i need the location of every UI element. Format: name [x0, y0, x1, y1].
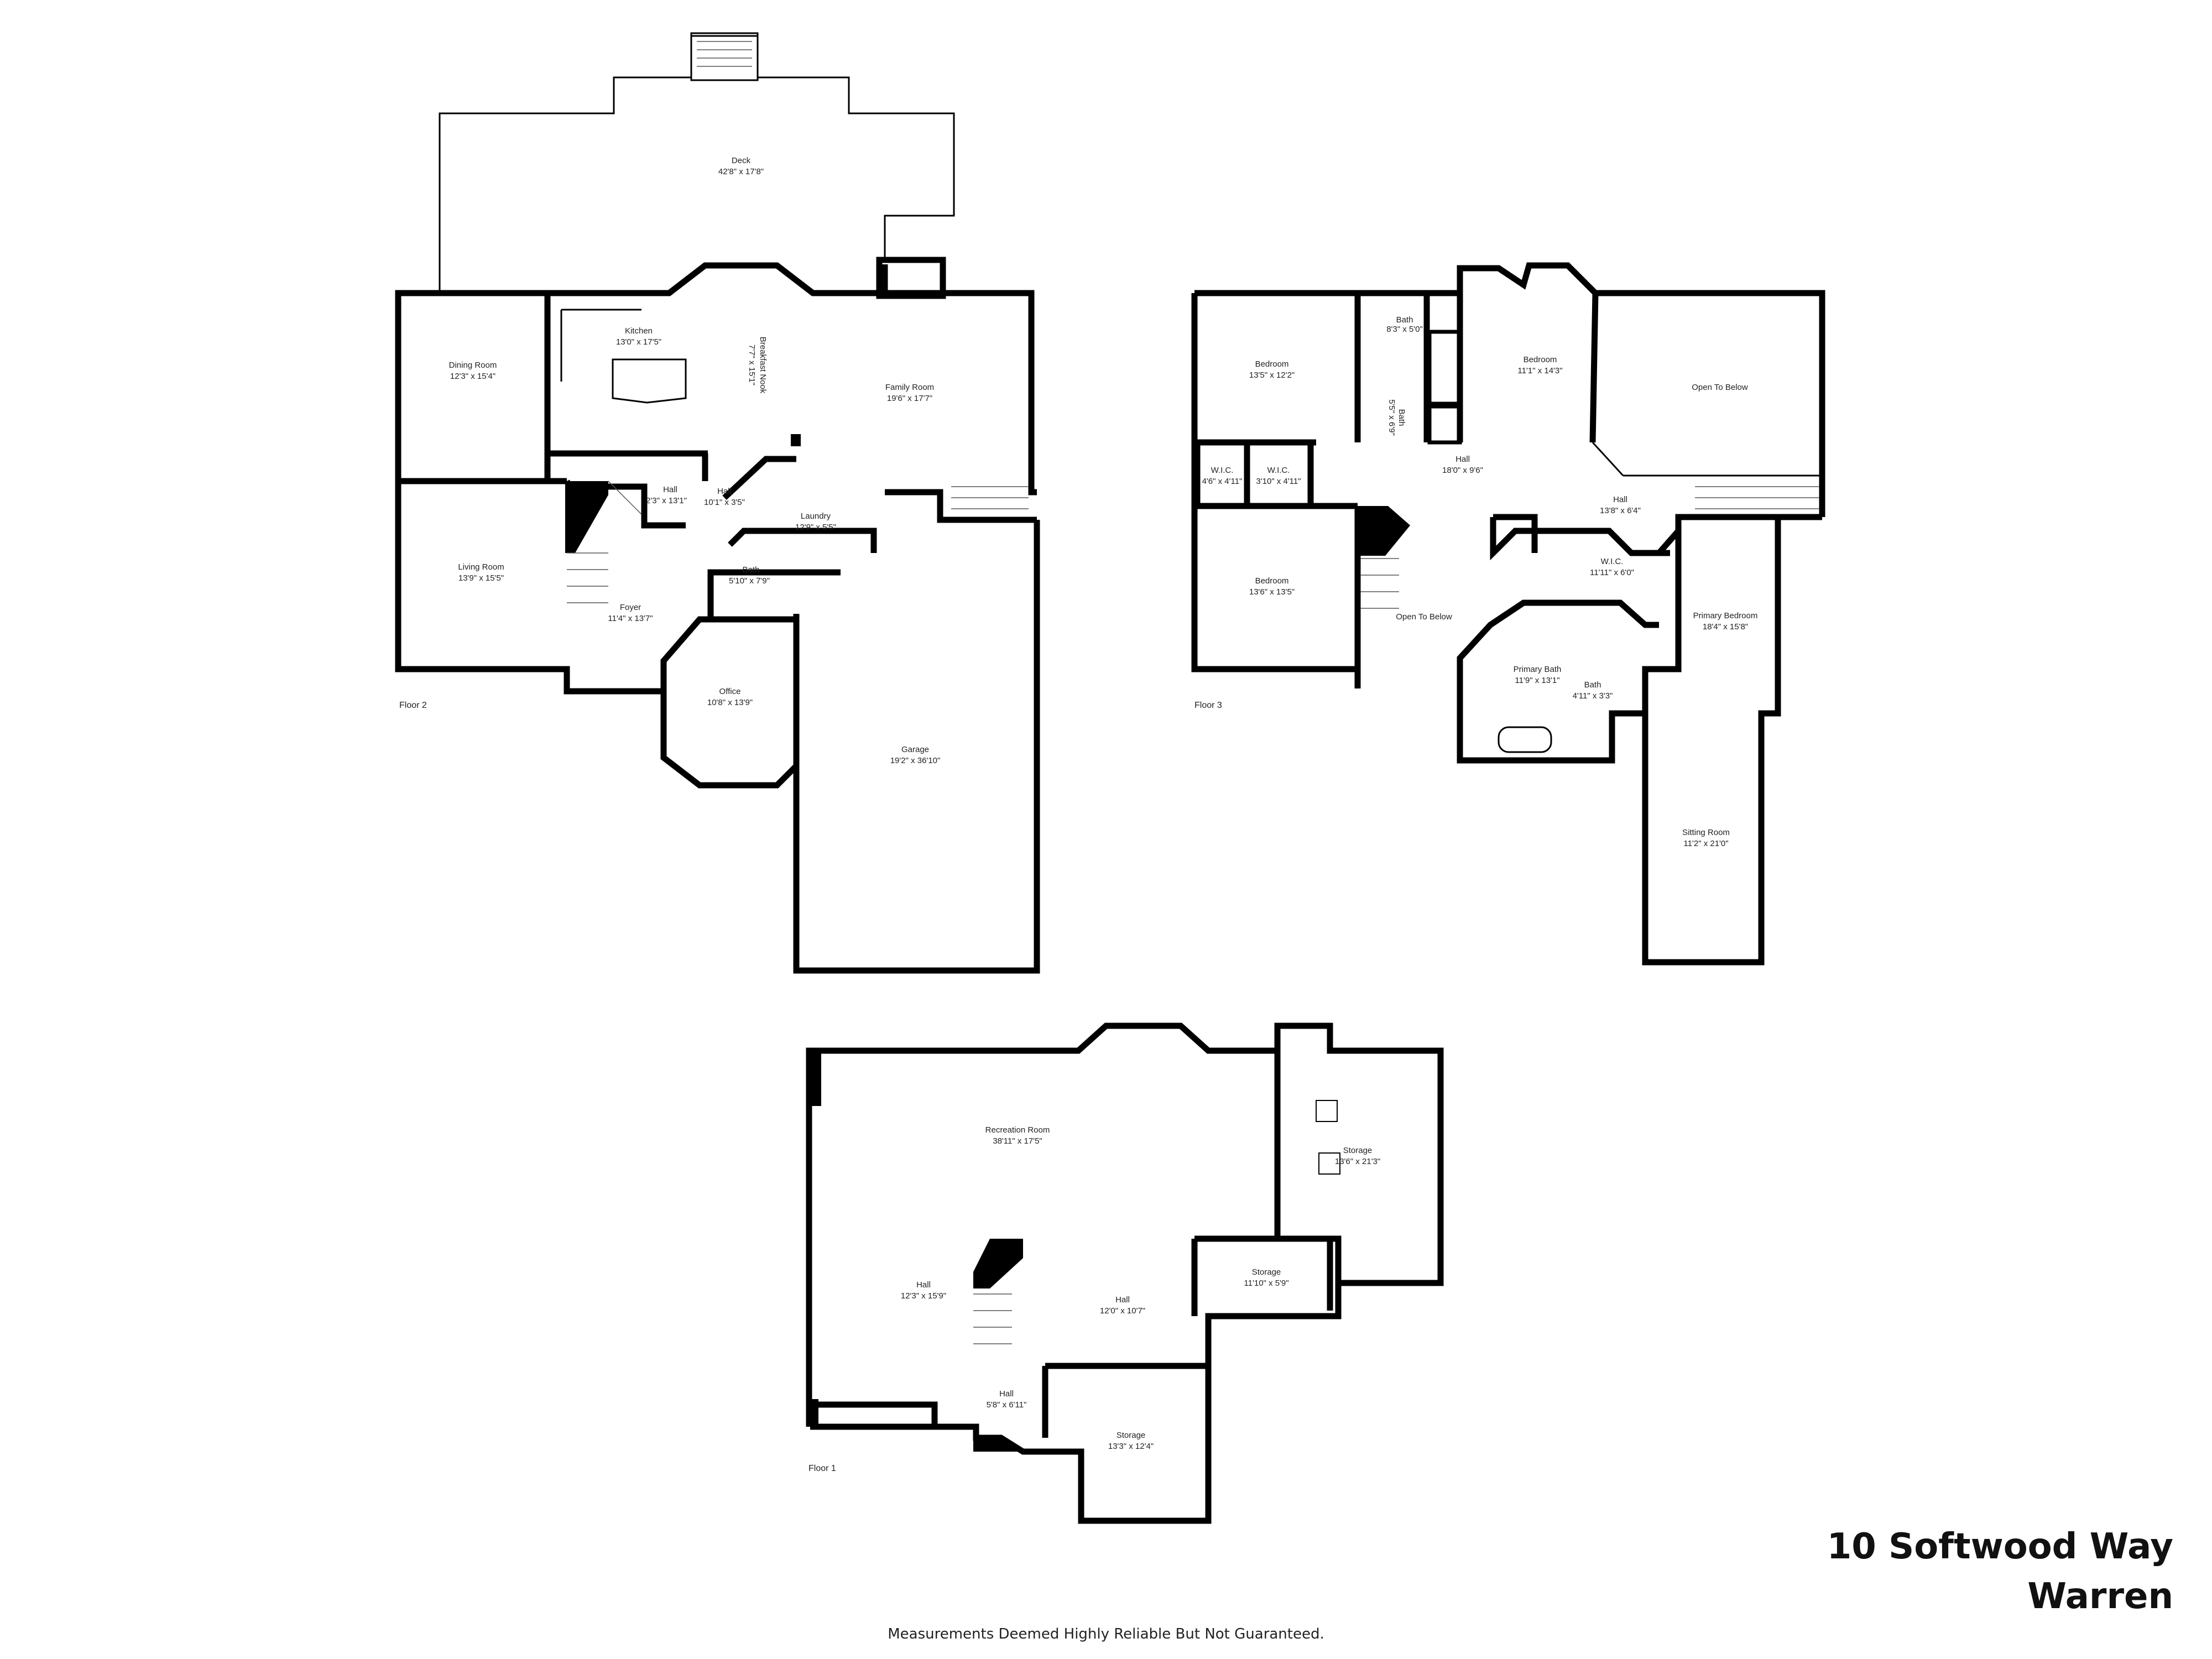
room-name-garage: Garage — [901, 745, 929, 754]
room-name-bath-f2: Bath — [743, 565, 760, 575]
room-name-breakfast-nook: Breakfast Nook — [758, 337, 768, 394]
room-dim-primary-bath: 11'9" x 13'1" — [1515, 676, 1559, 685]
room-name-kitchen: Kitchen — [625, 326, 653, 336]
room-dim-bath-f2: 5'10" x 7'9" — [729, 576, 770, 586]
room-name-deck: Deck — [732, 156, 751, 165]
room-dim-bath-f3b: 5'5" x 6'9" — [1387, 399, 1396, 436]
room-dim-bedroom2: 11'1" x 14'3" — [1517, 366, 1562, 375]
room-dim-storage3: 13'3" x 12'4" — [1108, 1442, 1154, 1451]
room-name-sitting-room: Sitting Room — [1682, 828, 1730, 837]
room-name-hall-f2b: Hall — [717, 487, 732, 496]
room-dim-garage: 19'2" x 36'10" — [890, 756, 941, 765]
room-dim-dining-room: 12'3" x 15'4" — [450, 372, 495, 381]
room-name-storage3: Storage — [1117, 1431, 1146, 1440]
floor-label-2: Floor 2 — [399, 701, 427, 710]
room-dim-kitchen: 13'0" x 17'5" — [616, 337, 661, 347]
room-name-wic3: W.I.C. — [1601, 557, 1624, 566]
room-dim-hall-f3a: 18'0" x 9'6" — [1442, 466, 1483, 475]
room-name-living-room: Living Room — [458, 562, 504, 572]
room-name-primary-bath: Primary Bath — [1514, 665, 1562, 674]
room-name-open-below-1: Open To Below — [1692, 383, 1748, 392]
room-dim-breakfast-nook: 7'7" x 15'1" — [747, 345, 757, 385]
room-dim-family-room: 19'6" x 17'7" — [887, 394, 932, 403]
room-dim-laundry: 12'9" x 5'5" — [795, 523, 836, 532]
room-dim-hall-f1c: 5'8" x 6'11" — [987, 1400, 1027, 1410]
floor-3-plan — [1191, 262, 1825, 966]
floor-label-1: Floor 1 — [808, 1464, 836, 1473]
room-name-storage1: Storage — [1343, 1146, 1373, 1155]
room-dim-living-room: 13'9" x 15'5" — [458, 573, 504, 583]
room-dim-bath-f3c: 4'11" x 3'3" — [1573, 691, 1613, 701]
room-dim-office: 10'8" x 13'9" — [707, 698, 753, 707]
room-name-hall-f3b: Hall — [1613, 495, 1627, 504]
room-labels: Deck 42'8" x 17'8" Kitchen 13'0" x 17'5"… — [449, 156, 1758, 1451]
room-name-hall-f2a: Hall — [663, 485, 677, 494]
room-name-laundry: Laundry — [801, 512, 831, 521]
floor-label-3: Floor 3 — [1194, 701, 1222, 710]
room-dim-recreation-room: 38'11" x 17'5" — [993, 1136, 1042, 1146]
room-name-bedroom1: Bedroom — [1255, 359, 1289, 369]
room-name-recreation-room: Recreation Room — [985, 1125, 1050, 1135]
address-street: 10 Softwood Way — [1827, 1526, 2173, 1567]
room-name-hall-f1c: Hall — [999, 1389, 1014, 1399]
room-name-hall-f1a: Hall — [916, 1280, 931, 1290]
room-name-dining-room: Dining Room — [449, 361, 497, 370]
room-name-bedroom3: Bedroom — [1255, 576, 1289, 586]
disclaimer: Measurements Deemed Highly Reliable But … — [888, 1626, 1324, 1642]
room-dim-sitting-room: 11'2" x 21'0" — [1683, 839, 1728, 848]
room-name-family-room: Family Room — [885, 383, 934, 392]
room-name-storage2: Storage — [1252, 1267, 1281, 1277]
room-dim-bedroom3: 13'6" x 13'5" — [1249, 587, 1295, 597]
room-dim-storage1: 13'6" x 21'3" — [1335, 1157, 1380, 1166]
floor-2-plan — [395, 32, 1040, 974]
room-dim-bath-f3a: 8'3" x 5'0" — [1386, 325, 1423, 334]
room-name-bedroom2: Bedroom — [1524, 355, 1557, 364]
room-name-hall-f1b: Hall — [1115, 1295, 1130, 1305]
room-name-foyer: Foyer — [620, 603, 641, 612]
room-dim-deck: 42'8" x 17'8" — [718, 167, 764, 176]
room-name-hall-f3a: Hall — [1455, 455, 1470, 464]
room-dim-hall-f3b: 13'8" x 6'4" — [1600, 506, 1641, 515]
room-name-open-below-2: Open To Below — [1396, 612, 1452, 622]
room-name-bath-f3a: Bath — [1396, 315, 1413, 325]
room-dim-wic1: 4'6" x 4'11" — [1202, 477, 1243, 486]
room-name-bath-f3b: Bath — [1397, 409, 1406, 426]
room-dim-wic2: 3'10" x 4'11" — [1256, 477, 1301, 486]
room-name-primary-bedroom: Primary Bedroom — [1693, 611, 1758, 620]
room-dim-foyer: 11'4" x 13'7" — [608, 614, 653, 623]
room-name-bath-f3c: Bath — [1584, 680, 1601, 690]
room-dim-hall-f2a: 2'3" x 13'1" — [646, 496, 687, 505]
room-name-wic2: W.I.C. — [1267, 466, 1290, 475]
room-dim-primary-bedroom: 18'4" x 15'8" — [1703, 622, 1748, 632]
room-name-office: Office — [719, 687, 741, 696]
room-name-wic1: W.I.C. — [1211, 466, 1234, 475]
room-dim-wic3: 11'11" x 6'0" — [1590, 568, 1634, 577]
room-dim-storage2: 11'10" x 5'9" — [1244, 1279, 1288, 1288]
room-dim-hall-f1a: 12'3" x 15'9" — [901, 1291, 946, 1301]
room-dim-hall-f2b: 10'1" x 3'5" — [704, 498, 745, 507]
floor-1-plan — [806, 1022, 1444, 1524]
room-dim-hall-f1b: 12'0" x 10'7" — [1100, 1306, 1145, 1316]
room-dim-bedroom1: 13'5" x 12'2" — [1249, 371, 1295, 380]
address-city: Warren — [2027, 1576, 2173, 1617]
